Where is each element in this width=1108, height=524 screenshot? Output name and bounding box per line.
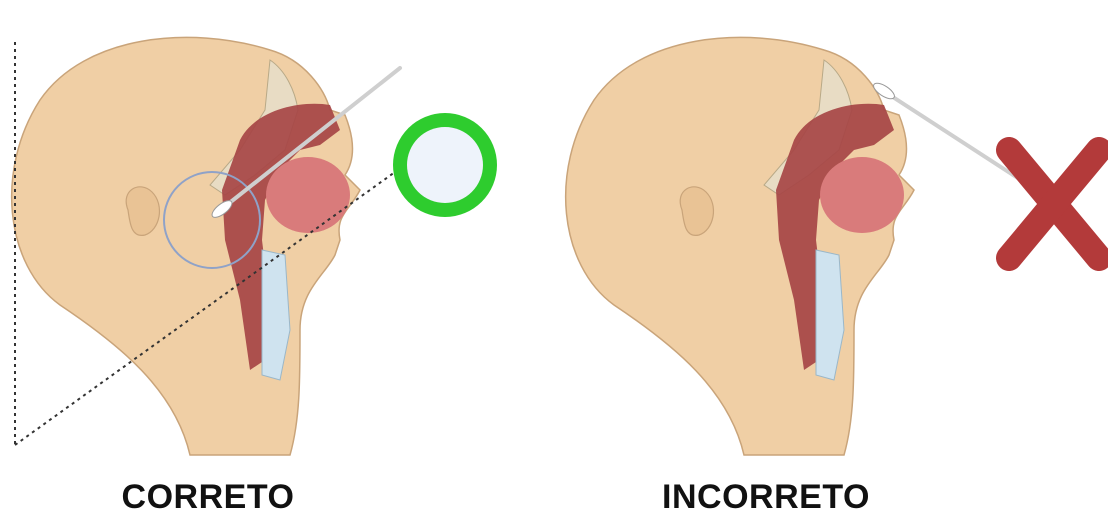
cross-x-icon [1009,150,1099,258]
incorrect-label: INCORRETO [616,478,916,517]
incorrect-technique-illustration [554,0,1108,470]
check-ring-icon [393,113,497,217]
incorrect-technique-panel: INCORRETO [554,0,1108,524]
correct-technique-illustration [0,0,554,470]
correct-technique-panel: CORRETO [0,0,554,524]
tongue-shape [266,157,350,233]
tongue-shape [820,157,904,233]
head-silhouette [566,37,914,455]
correct-label: CORRETO [58,478,358,517]
head-silhouette [12,37,360,455]
